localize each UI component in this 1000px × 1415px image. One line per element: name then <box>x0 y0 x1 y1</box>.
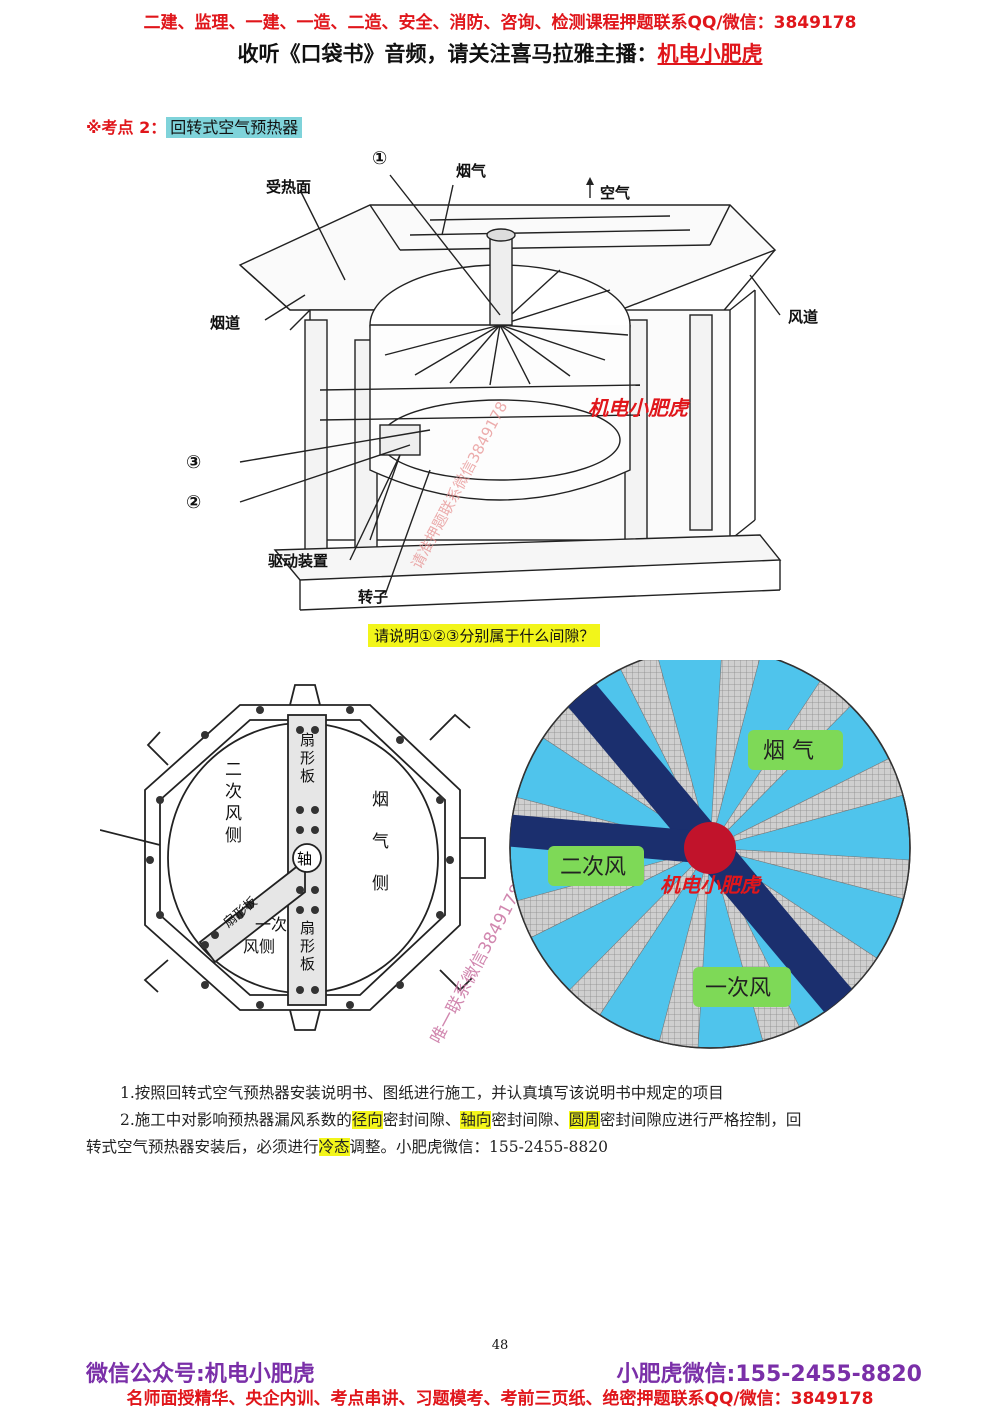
label-erci-feng-ce: 二 次 风 侧 <box>225 760 247 846</box>
label-shanxing-1-a: 扇 <box>300 731 315 749</box>
label-erci-feng-ce-2: 次 <box>225 782 242 802</box>
label-yici-feng-ce-2: 风侧 <box>243 937 275 956</box>
paragraph-1: 1.按照回转式空气预热器安装说明书、图纸进行施工，并认真填写该说明书中规定的项目 <box>120 1084 724 1102</box>
anchor-name: 机电小肥虎 <box>657 42 763 66</box>
p2-highlight-circumferential: 圆周 <box>568 1111 600 1129</box>
label-zhou: 轴 <box>297 850 312 868</box>
grid-sector <box>709 847 910 902</box>
rotor-hub <box>684 822 736 874</box>
footer-wechat-account: 微信公众号:机电小肥虎 <box>86 1362 315 1387</box>
label-circle-3: ③ <box>186 452 201 473</box>
label-shanxing-1-b: 形 <box>300 749 315 767</box>
octagon-plan-figure: 轴 二 次 风 侧 烟 气 侧 扇 形 板 扇 形 板 扇形板 一次 风侧 唯一… <box>100 684 520 1047</box>
p3-highlight-cold: 冷态 <box>318 1138 350 1156</box>
kaodian-title: 回转式空气预热器 <box>166 117 303 138</box>
watermark-brand-1: 机电小肥虎 <box>588 396 691 420</box>
footer-wechat-id: 小肥虎微信:155-2455-8820 <box>616 1362 922 1387</box>
grid-sector <box>709 660 764 849</box>
footer-promo: 名师面授精华、央企内训、考点串讲、习题模考、考前三页纸、绝密押题联系QQ/微信：… <box>126 1389 874 1409</box>
label-right-yici: 一次风 <box>705 976 771 1001</box>
label-circle-2: ② <box>186 492 201 513</box>
label-box-erci <box>548 846 644 886</box>
kaodian-label: ※考点 2： <box>86 118 167 137</box>
label-yandao: 烟道 <box>210 314 240 332</box>
p2-c: 密封间隙、 <box>491 1111 569 1129</box>
page-number: 48 <box>491 1338 509 1353</box>
label-yanqi-ce-3: 侧 <box>372 874 389 894</box>
paragraph-2: 2.施工中对影响预热器漏风系数的径向密封间隙、轴向密封间隙、圆周密封间隙应进行严… <box>86 1106 916 1134</box>
header-line-2-prefix: 收听《口袋书》音频，请关注喜马拉雅主播： <box>237 42 658 66</box>
label-right-erci: 二次风 <box>560 855 626 880</box>
label-erci-feng-ce-3: 风 <box>225 804 242 824</box>
label-yanqi-ce-2: 气 <box>372 832 389 852</box>
label-shoure: 受热面 <box>266 178 311 196</box>
label-fengdao: 风道 <box>788 308 818 326</box>
label-circle-1: ① <box>372 148 387 169</box>
header-line-1: 二建、监理、一建、一造、二造、安全、消防、咨询、检测课程押题联系QQ/微信：38… <box>143 13 857 33</box>
label-shanxing-1-c: 板 <box>300 767 315 785</box>
label-yici-feng-ce-1: 一次 <box>255 915 287 934</box>
p2-highlight-radial: 径向 <box>351 1111 383 1129</box>
p2-d: 密封间隙应进行严格控制，回 <box>599 1111 802 1129</box>
kaodian-heading: ※考点 2：回转式空气预热器 <box>86 114 303 138</box>
p3-b: 调整。小肥虎微信：155-2455-8820 <box>349 1138 608 1156</box>
header-line-2: 收听《口袋书》音频，请关注喜马拉雅主播：机电小肥虎 <box>0 38 1000 68</box>
watermark-brand-2: 机电小肥虎 <box>660 873 763 897</box>
label-zhuanzi: 转子 <box>358 588 388 606</box>
label-yanqi: 烟气 <box>456 162 486 180</box>
question-text: 请说明①②③分别属于什么间隙？ <box>368 624 601 647</box>
label-shanxing-2-a: 扇 <box>300 919 315 937</box>
label-yanqi-ce-1: 烟 <box>372 790 389 810</box>
label-erci-feng-ce-1: 二 <box>225 760 242 780</box>
paragraph-3: 转式空气预热器安装后，必须进行冷态调整。小肥虎微信：155-2455-8820 <box>86 1133 916 1161</box>
label-shanxing-2: 扇 形 板 <box>300 919 320 973</box>
label-shanxing-1: 扇 形 板 <box>300 731 320 785</box>
label-kongqi: 空气 <box>600 184 630 202</box>
label-qudong: 驱动装置 <box>268 552 328 570</box>
preheater-isometric-figure: ① 烟气 空气 受热面 烟道 风道 ③ ② 驱动装置 转子 机电小肥虎 请准押题… <box>186 148 818 611</box>
label-box-yanqi <box>748 730 843 770</box>
p2-highlight-axial: 轴向 <box>460 1111 492 1129</box>
p2-b: 密封间隙、 <box>382 1111 461 1129</box>
label-yici-feng-ce: 一次 风侧 <box>243 915 292 956</box>
p3-a: 转式空气预热器安装后，必须进行 <box>86 1138 319 1156</box>
label-shanxing-2-c: 板 <box>300 955 315 973</box>
seal-bar-left <box>510 811 722 865</box>
label-erci-feng-ce-4: 侧 <box>225 826 242 846</box>
label-right-yanqi: 烟 气 <box>763 739 814 764</box>
label-shanxing-2-b: 形 <box>300 937 315 955</box>
label-box-yici <box>693 967 791 1007</box>
p2-a: 2.施工中对影响预热器漏风系数的 <box>120 1111 352 1129</box>
label-yanqi-ce: 烟 气 侧 <box>372 790 394 894</box>
rotor-sector-figure: 烟 气 二次风 一次风 机电小肥虎 <box>509 660 911 1049</box>
